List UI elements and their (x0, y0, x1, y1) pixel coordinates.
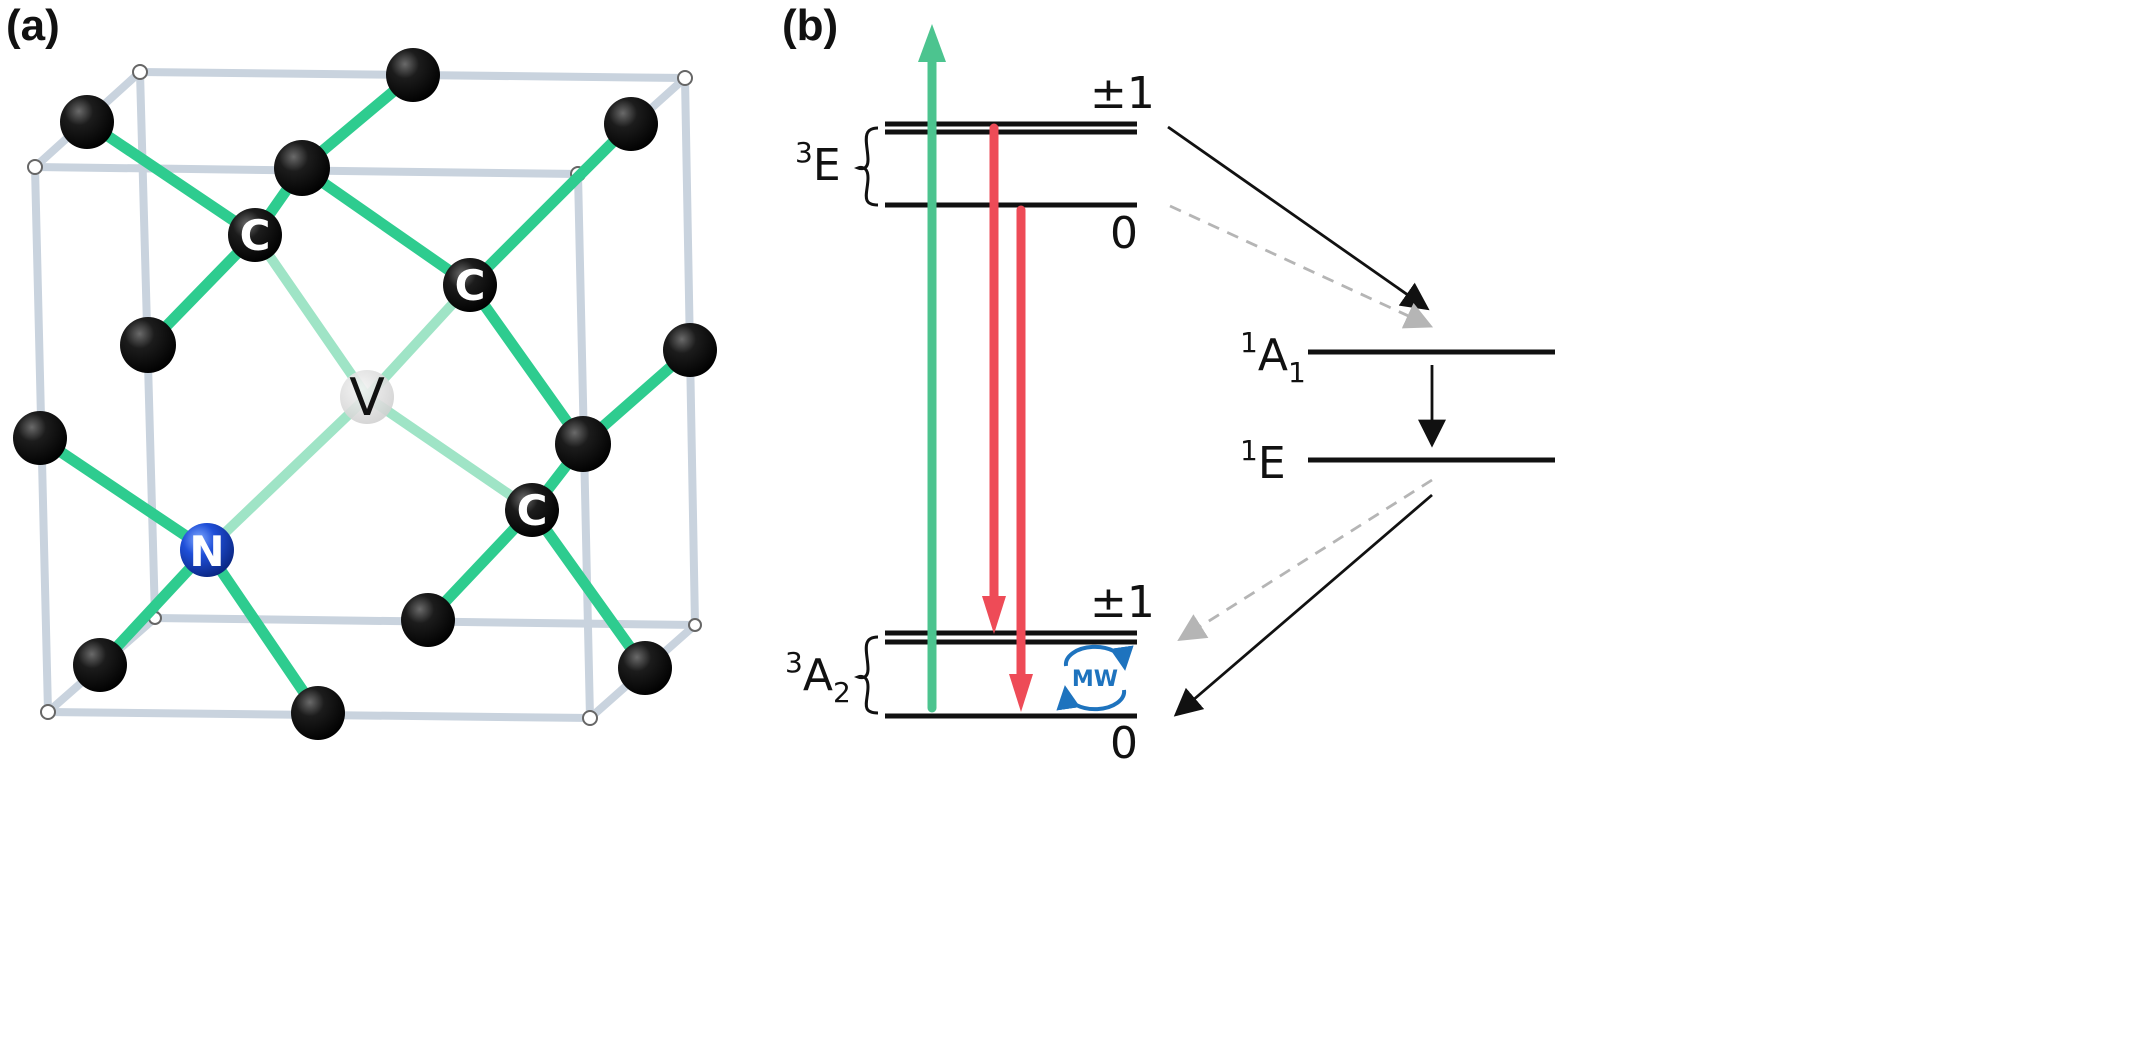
singlet-levels (1308, 349, 1555, 463)
ground-lower-label: 0 (1110, 718, 1138, 769)
ground-brace (853, 635, 879, 715)
singlet-e-name: 1E (1240, 434, 1286, 489)
carbon-label: C (455, 261, 486, 310)
excited-state-name: 3E (795, 136, 841, 191)
panel-b-label: (b) (782, 1, 838, 50)
labelled-carbon-2: C (443, 258, 497, 312)
isc-arrow-from-zero (1169, 204, 1434, 329)
carbon-atom (291, 686, 345, 740)
ground-upper-label: ±1 (1090, 577, 1155, 628)
excited-state-levels (885, 121, 1137, 208)
carbon-atom (386, 48, 440, 102)
carbon-atom (555, 416, 611, 472)
vacancy-label: V (349, 368, 385, 428)
carbon-label: C (517, 486, 548, 535)
carbon-atoms (13, 48, 717, 740)
isc-arrow-to-plus-minus-one (1177, 478, 1433, 641)
carbon-atom (401, 593, 455, 647)
isc-arrow-from-plus-minus-one (1167, 125, 1430, 311)
carbon-label: C (240, 211, 271, 260)
carbon-atom (274, 140, 330, 196)
mw-label: MW (1072, 667, 1118, 692)
ground-state-levels (885, 630, 1137, 719)
vacancy-site: V (340, 368, 394, 428)
labelled-carbon-3: C (505, 483, 559, 537)
labelled-carbon-1: C (228, 208, 282, 262)
ground-state-name: 3A2 (785, 646, 851, 709)
emission-arrow-zero (1009, 205, 1033, 712)
carbon-atom (604, 97, 658, 151)
excited-lower-label: 0 (1110, 208, 1138, 259)
carbon-atom (618, 641, 672, 695)
isc-arrow-to-zero (1173, 493, 1433, 717)
carbon-atom (73, 638, 127, 692)
carbon-atom (120, 317, 176, 373)
emission-arrow-plus-minus-one (982, 123, 1006, 634)
excited-upper-label: ±1 (1090, 68, 1155, 119)
nitrogen-atom: N (180, 523, 234, 577)
excitation-arrow (918, 24, 946, 713)
carbon-atom (13, 411, 67, 465)
nitrogen-label: N (189, 527, 224, 576)
panel-a-label: (a) (6, 1, 60, 50)
carbon-atom (60, 95, 114, 149)
singlet-a1-name: 1A1 (1240, 326, 1306, 389)
excited-brace (853, 126, 879, 207)
microwave-icon: MW (1056, 644, 1134, 712)
carbon-atom (663, 323, 717, 377)
